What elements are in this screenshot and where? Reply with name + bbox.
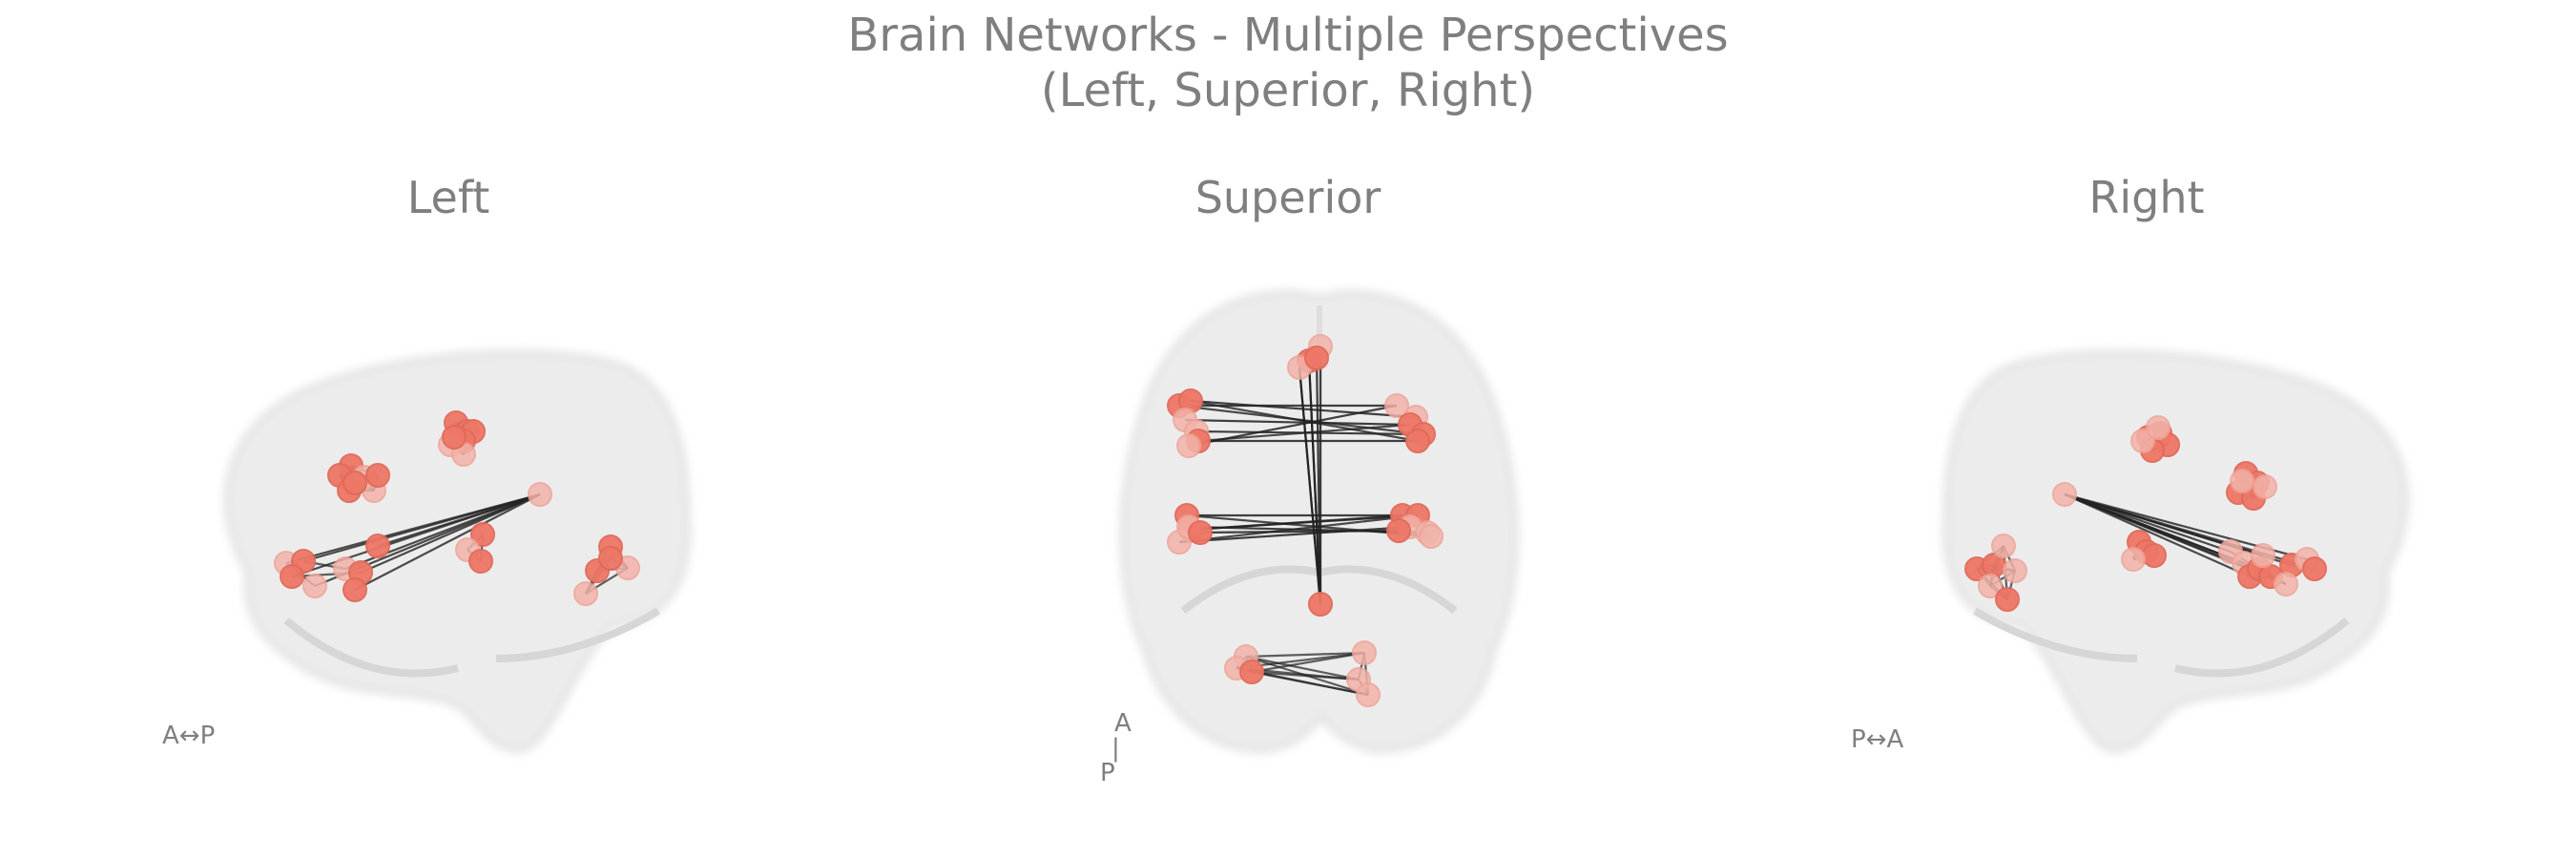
network-edge <box>1245 651 1365 659</box>
network-node <box>365 463 390 488</box>
network-node <box>1978 574 2003 598</box>
left-orientation-label: A↔P <box>162 722 216 750</box>
network-edge <box>1190 513 1403 532</box>
network-node <box>1405 429 1430 453</box>
superior-panel-title: Superior <box>1195 172 1381 223</box>
right-brain-outline <box>1942 349 2409 753</box>
figure-title-line2: (Left, Superior, Right) <box>1040 64 1536 117</box>
network-node <box>2230 469 2254 493</box>
network-node <box>2146 415 2171 440</box>
network-edge <box>354 493 541 591</box>
network-edge <box>1307 360 1322 605</box>
network-edge <box>1315 357 1322 605</box>
network-edge <box>1190 399 1419 443</box>
network-node <box>2003 558 2027 583</box>
network-node <box>1386 518 1411 543</box>
network-node <box>2121 547 2146 572</box>
network-node <box>1356 682 1381 707</box>
network-node <box>343 577 367 602</box>
network-node <box>2253 474 2277 499</box>
network-node <box>573 581 598 606</box>
figure-title-line1: Brain Networks - Multiple Perspectives <box>847 9 1729 62</box>
superior-orientation-bar: | <box>1111 734 1120 763</box>
left-panel-title: Left <box>406 172 490 223</box>
network-nodes <box>274 334 2327 707</box>
network-node <box>1995 587 2020 612</box>
network-edge <box>1251 670 1360 681</box>
network-node <box>2052 482 2077 507</box>
network-edge <box>1245 655 1360 681</box>
network-node <box>528 482 552 507</box>
right-panel-title: Right <box>2088 172 2205 223</box>
network-node <box>2251 543 2275 568</box>
network-edge <box>1178 513 1419 544</box>
network-edge <box>1178 525 1411 544</box>
network-node <box>1419 524 1444 549</box>
superior-orientation-top: A <box>1114 709 1132 738</box>
network-edge <box>1197 423 1411 443</box>
network-node <box>343 471 367 495</box>
network-node <box>1384 393 1409 418</box>
network-edge <box>1298 367 1322 605</box>
network-edge <box>1184 418 1411 427</box>
network-node <box>302 574 327 598</box>
network-edge <box>360 492 541 575</box>
network-edge <box>1251 651 1365 674</box>
network-node <box>365 534 390 558</box>
network-node <box>2274 572 2298 597</box>
network-edge <box>1190 399 1417 419</box>
network-node <box>1239 660 1264 684</box>
network-node <box>468 549 493 574</box>
network-node <box>1352 640 1377 665</box>
network-edge <box>1251 670 1369 697</box>
network-node <box>1188 520 1213 545</box>
network-edge <box>302 492 541 563</box>
network-node <box>598 546 623 571</box>
network-node <box>470 522 495 547</box>
network-node <box>1176 433 1201 458</box>
network-edge <box>377 492 541 548</box>
network-node <box>280 564 304 589</box>
network-edge <box>2064 492 2251 578</box>
network-node <box>442 425 467 450</box>
right-orientation-label: P↔A <box>1851 725 1904 754</box>
network-node <box>1308 592 1333 617</box>
network-node <box>1991 534 2016 558</box>
network-node <box>2302 556 2327 581</box>
network-node <box>1304 346 1329 370</box>
network-node <box>2142 543 2167 568</box>
superior-orientation-bottom: P <box>1100 759 1115 787</box>
